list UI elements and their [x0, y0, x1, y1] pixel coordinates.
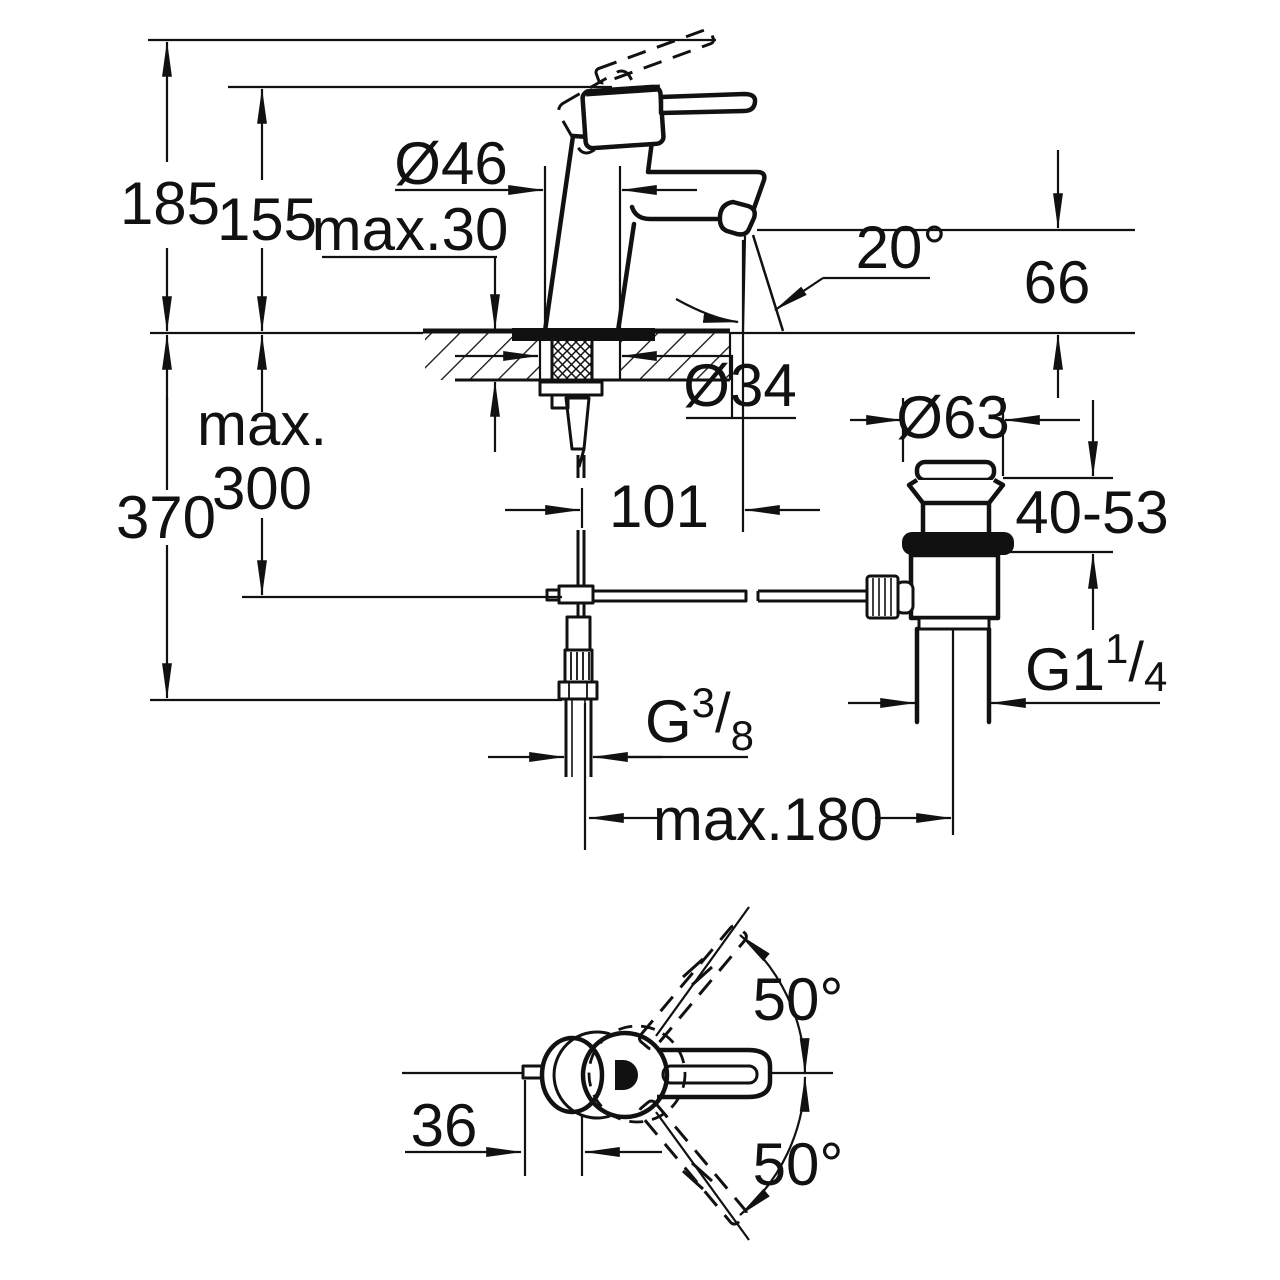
waste-thread-slash: /	[1128, 630, 1144, 693]
label-hose-value: 300	[212, 455, 312, 522]
body-crescent	[552, 1030, 611, 1120]
hex-nut-facets	[568, 682, 588, 699]
connector-ribs	[570, 652, 590, 680]
waste-neck-walls	[920, 500, 992, 535]
drain-valve-assembly	[865, 459, 1014, 725]
label-center-max: max.180	[653, 786, 883, 853]
supply-hex-nut	[557, 680, 599, 701]
supply-thread-slash: /	[715, 681, 731, 744]
ext-waste-dia	[901, 398, 1005, 476]
ext-36	[523, 1080, 584, 1176]
supply-thread-sup: 3	[692, 679, 715, 726]
label-waste-thread: G11/4	[1025, 625, 1167, 703]
spout-underside	[629, 204, 720, 222]
label-supply-thread: G3/8	[645, 679, 754, 759]
mounting-nut	[538, 380, 604, 397]
arc-swing-upper	[739, 934, 810, 1075]
waste-plug-cone	[906, 478, 1006, 506]
ext-clamp-range	[1003, 476, 1113, 554]
dimension-annotations	[148, 38, 1160, 1241]
horizontal-rod-2	[756, 589, 871, 603]
label-deck-max: max.30	[312, 196, 509, 263]
flex-hose-tip	[572, 447, 586, 468]
horizontal-rod-1	[593, 589, 748, 603]
handle-dome-circle	[580, 1030, 670, 1120]
ray-swing-lower	[655, 1111, 750, 1241]
rod-tee-nub	[545, 588, 561, 602]
water-stream-angled	[751, 234, 785, 332]
label-swing-upper: 50°	[753, 966, 844, 1033]
waste-thread-sub: 4	[1144, 653, 1167, 700]
arc-swing-lower	[739, 1075, 810, 1216]
body-left-edge	[542, 133, 576, 334]
supply-pipe-walls	[564, 699, 593, 777]
ray-swing-upper	[655, 906, 750, 1037]
leader-angle-arrow	[774, 277, 824, 311]
leader-hole-dia	[650, 354, 796, 420]
label-spout-angle: 20°	[856, 214, 947, 281]
handle-lever	[658, 91, 758, 116]
handle-cap-top	[585, 84, 661, 97]
mounting-stud	[550, 393, 570, 410]
lever-slot	[661, 1064, 759, 1085]
label-overall-height: 185	[120, 170, 220, 237]
lever-raised-dashed-upper	[637, 924, 748, 1051]
label-swing-lower: 50°	[753, 1131, 844, 1198]
spout-top-edge	[570, 133, 767, 217]
waste-thread-sup: 1	[1105, 625, 1128, 672]
supply-thread-sub: 8	[731, 712, 754, 759]
label-clamp-range: 40-53	[1015, 479, 1168, 546]
label-body-dia: Ø46	[394, 130, 507, 197]
waste-seal-washer	[902, 532, 1014, 555]
hose-connector	[563, 648, 594, 684]
hose-lower	[565, 615, 592, 652]
faucet-side-view	[542, 27, 785, 334]
aerator	[717, 199, 757, 237]
knob-knurls	[872, 578, 892, 616]
handle-swing-dashed-circle	[587, 1024, 687, 1124]
waste-plug-cap	[914, 459, 997, 483]
handle-top-view	[402, 924, 773, 1226]
waste-pipe-walls	[914, 626, 992, 725]
rod-knurled-knob	[865, 574, 900, 620]
angle-arc	[675, 298, 740, 324]
waste-body	[908, 552, 1001, 621]
lever-top-view	[657, 1047, 773, 1100]
supply-thread-main: G	[645, 688, 692, 755]
label-install-depth: 370	[116, 484, 216, 551]
label-spout-reach: 101	[609, 473, 709, 540]
supply-pipe-inner	[571, 699, 586, 777]
ext-body-dia	[543, 166, 622, 329]
label-outlet-height: 66	[1024, 249, 1091, 316]
dimension-labels: 185 155 Ø46 max.30 20° 66 Ø34 max. 300 3…	[116, 130, 1169, 1198]
pop-up-rod-and-supply	[545, 455, 871, 777]
rod-tee-block	[557, 584, 595, 605]
threaded-shank-fill	[552, 331, 592, 382]
label-waste-dia: Ø63	[896, 384, 1009, 451]
label-hole-dia: Ø34	[683, 352, 796, 419]
label-handle-offset: 36	[411, 1092, 478, 1159]
label-handle-height: 155	[217, 186, 317, 253]
waste-thread-main: G1	[1025, 636, 1105, 703]
label-hose-max: max.	[197, 391, 327, 458]
waste-coupling-band	[917, 616, 991, 631]
lever-pivot-mark	[615, 1060, 638, 1090]
